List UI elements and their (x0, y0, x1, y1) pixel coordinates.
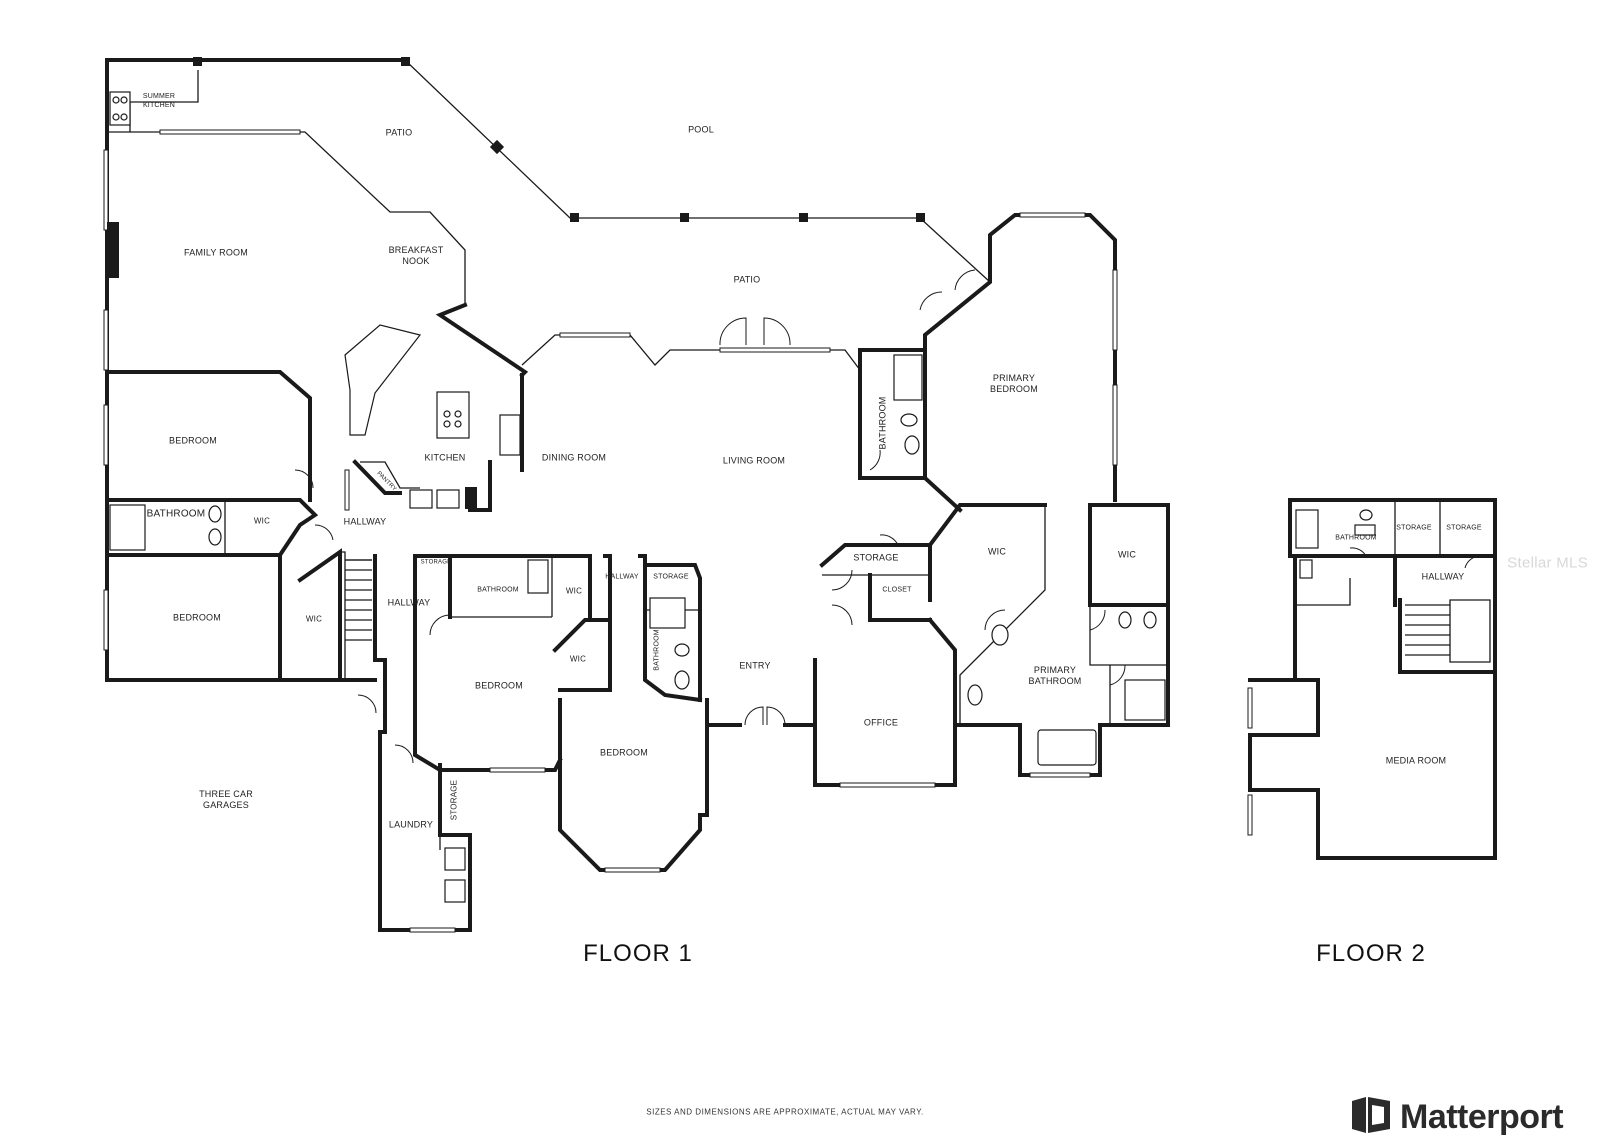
floor-1-fixtures (109, 91, 1166, 903)
room-label-summer-kitchen: SUMMER KITCHEN (142, 93, 176, 109)
room-label-primary-bedroom: PRIMARY BEDROOM (990, 373, 1038, 394)
matterport-wordmark: Matterport (1400, 1098, 1564, 1136)
room-label-storage-office: STORAGE (853, 552, 899, 563)
disclaimer-text: SIZES AND DIMENSIONS ARE APPROXIMATE, AC… (646, 1107, 924, 1117)
floor-1-doors (294, 269, 1126, 764)
room-label-media-room: MEDIA ROOM (1385, 755, 1447, 766)
room-label-storage-center: STORAGE (653, 573, 689, 581)
room-label-wic-left-upper: WIC (253, 516, 271, 526)
room-label-primary-bathroom: PRIMARY BATHROOM (1028, 665, 1082, 686)
room-label-bathroom-center-right: BATHROOM (653, 629, 661, 671)
room-label-hallway-small: HALLWAY (605, 573, 639, 581)
patio-posts (107, 57, 925, 509)
floor-1-walls (105, 58, 1170, 932)
room-label-storage-laundry: STORAGE (449, 779, 459, 821)
room-label-wic-center: WIC (565, 586, 583, 596)
room-label-wic-primary-right: WIC (1117, 549, 1137, 560)
floor-2-windows (1247, 687, 1253, 836)
room-label-kitchen: KITCHEN (424, 452, 466, 463)
room-label-laundry: LAUNDRY (388, 819, 434, 830)
room-label-wic-left-lower: WIC (305, 614, 323, 624)
room-label-bathroom-center: BATHROOM (477, 586, 519, 594)
room-label-hallway-left: HALLWAY (343, 516, 387, 527)
room-label-storage-small: STORAGE (420, 559, 452, 566)
room-label-office: OFFICE (863, 717, 899, 728)
room-label-f2-bathroom: BATHROOM (1335, 534, 1377, 542)
room-label-bedroom-bottom: BEDROOM (600, 747, 648, 758)
room-label-f2-hallway: HALLWAY (1421, 571, 1465, 582)
room-label-f2-storage-1: STORAGE (1396, 524, 1432, 532)
watermark-text: Stellar MLS (1507, 554, 1588, 572)
room-label-pool: POOL (688, 124, 714, 135)
room-label-patio-north: PATIO (385, 127, 413, 138)
room-label-living-room: LIVING ROOM (722, 455, 786, 466)
floor-1-windows (103, 129, 1118, 933)
room-label-dining-room: DINING ROOM (541, 452, 607, 463)
room-label-bedroom-center: BEDROOM (475, 680, 523, 691)
floor-1-stairs (345, 559, 372, 641)
floor-1-title: FLOOR 1 (583, 940, 693, 967)
room-label-family-room: FAMILY ROOM (184, 247, 248, 258)
floor-2-walls (1248, 498, 1497, 860)
room-label-f2-storage-2: STORAGE (1446, 524, 1482, 532)
room-label-breakfast-nook: BREAKFAST NOOK (388, 245, 444, 266)
floor-2-fixtures (1295, 509, 1491, 663)
room-label-bathroom-right: BATHROOM (877, 396, 888, 450)
matterport-brand: Matterport (1350, 1095, 1564, 1140)
room-label-wic-primary-left: WIC (987, 546, 1007, 557)
room-label-patio-center: PATIO (733, 274, 761, 285)
room-label-entry: ENTRY (739, 660, 771, 671)
floor-2-title: FLOOR 2 (1316, 940, 1426, 967)
matterport-logo-icon (1350, 1095, 1392, 1140)
room-label-bathroom-left: BATHROOM (146, 508, 206, 520)
room-label-hallway-center: HALLWAY (387, 597, 431, 608)
room-label-wic-small: WIC (569, 654, 587, 664)
room-label-three-car-garages: THREE CAR GARAGES (199, 789, 253, 810)
room-label-closet: CLOSET (882, 586, 912, 594)
room-label-bedroom-upper-left: BEDROOM (169, 435, 217, 446)
room-label-bedroom-lower-left: BEDROOM (173, 612, 221, 623)
